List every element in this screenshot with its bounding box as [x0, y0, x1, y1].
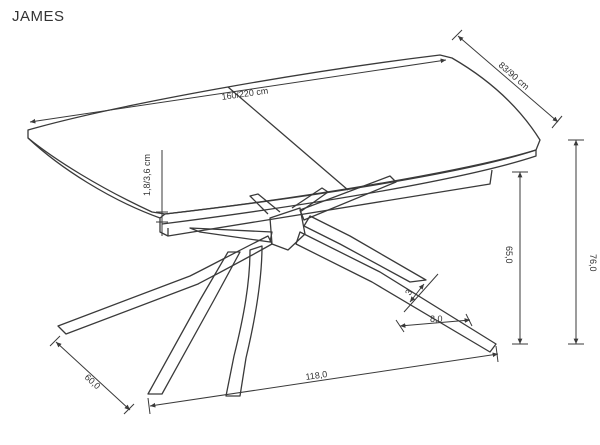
label-top-length: 160/220 cm [221, 86, 269, 102]
upper-strut-right [299, 175, 397, 221]
dim-line-base-depth [55, 341, 131, 411]
dim-line-leg-width [399, 318, 471, 328]
table-top-edge [27, 137, 537, 225]
product-title: JAMES [12, 8, 65, 25]
extension-split-line [227, 86, 349, 191]
label-top-thickness: 1,8/3,6 cm [142, 154, 152, 196]
leg-back-right [303, 215, 427, 283]
label-base-depth: 60,0 [83, 372, 103, 391]
upper-strut-left [189, 227, 273, 243]
dim-line-base-length [149, 352, 499, 408]
label-leg-thickness: 3 [403, 288, 414, 297]
dim-line-top-length [29, 58, 447, 124]
apron [159, 169, 493, 237]
dim-line-top-depth [457, 35, 559, 123]
dimension-lines [29, 29, 584, 415]
label-height-under: 65,0 [504, 246, 514, 264]
upper-strut-mid [291, 187, 329, 213]
table-top [27, 54, 541, 237]
upper-strut-back [249, 193, 281, 215]
table-base [57, 175, 497, 397]
leg-front-left [57, 235, 273, 335]
label-top-depth: 83/90 cm [497, 60, 532, 92]
leg-right [295, 231, 497, 353]
dim-line-leg-thickness [409, 283, 425, 303]
label-leg-width: 8,0 [430, 314, 443, 324]
label-height-total: 76,0 [588, 254, 598, 272]
leg-left-down [147, 251, 241, 395]
label-base-length: 118,0 [305, 369, 328, 382]
